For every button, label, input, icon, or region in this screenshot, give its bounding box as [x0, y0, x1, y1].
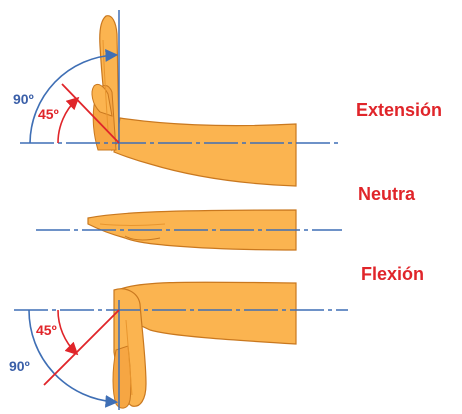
neutral-figure: [36, 210, 342, 250]
flexion-90-label: 90º: [9, 358, 30, 374]
extension-45-label: 45º: [38, 106, 59, 122]
flexion-fingers: [113, 346, 131, 408]
extension-figure: 90º 45º: [13, 10, 342, 186]
extension-label: Extensión: [356, 100, 442, 120]
flexion-figure: 45º 90º: [9, 282, 348, 410]
flexion-45-arc: [58, 310, 76, 353]
extension-90-label: 90º: [13, 91, 34, 107]
flexion-forearm: [118, 282, 296, 344]
flexion-45-label: 45º: [36, 322, 57, 338]
flexion-label: Flexión: [361, 264, 424, 284]
neutral-label: Neutra: [358, 184, 415, 204]
extension-45-arc: [58, 99, 77, 143]
extension-forearm: [114, 118, 296, 186]
